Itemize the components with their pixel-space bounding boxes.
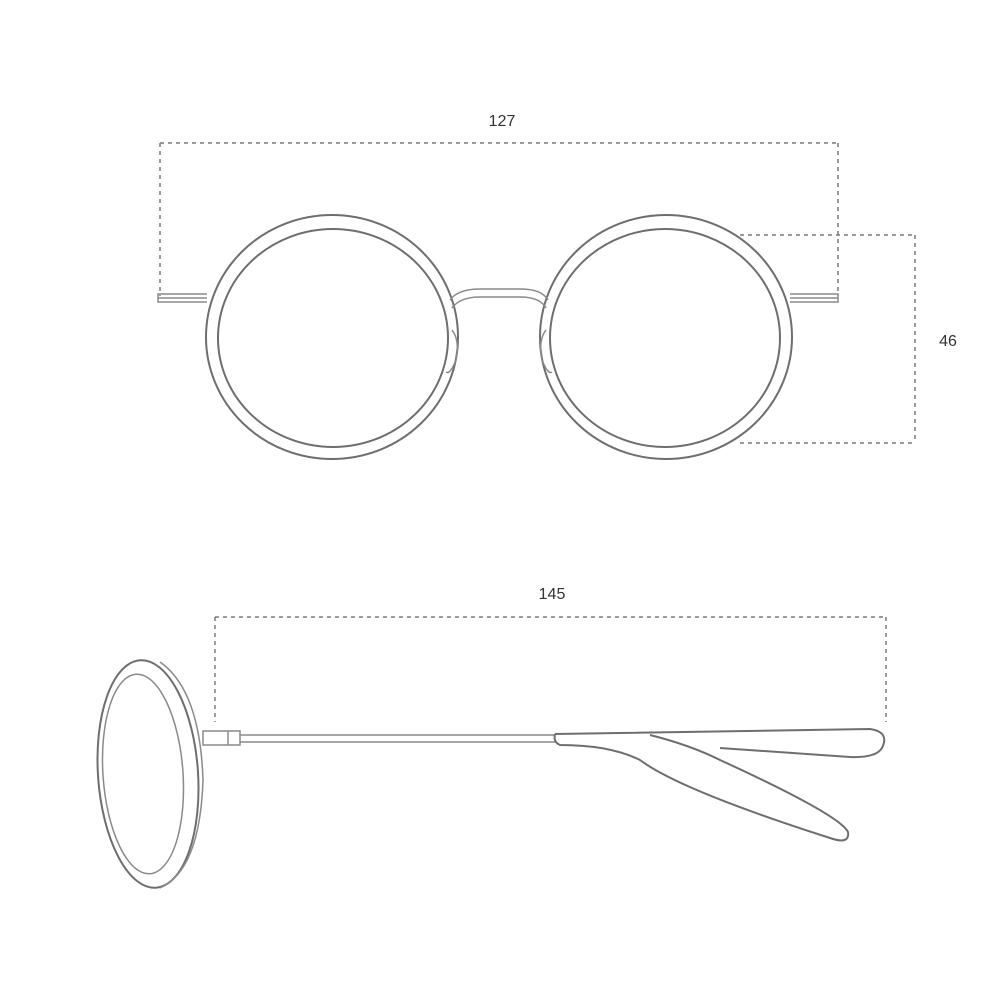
- bridge: [449, 288, 549, 309]
- nose-pads: [445, 329, 553, 374]
- right-lens-rim: [539, 214, 793, 460]
- temple-arm: [240, 727, 886, 842]
- left-lens-rim: [205, 214, 459, 460]
- width-dimension-label: 127: [488, 113, 516, 130]
- front-view: [157, 142, 916, 460]
- right-temple-stub: [790, 293, 839, 303]
- dimension-height-lines: [740, 234, 916, 444]
- hinge: [202, 730, 241, 746]
- dimension-length-lines: [214, 616, 887, 722]
- temple-length-dimension-label: 145: [538, 586, 566, 603]
- side-view: [96, 616, 887, 889]
- dimension-width-lines: [159, 142, 839, 296]
- height-dimension-label: 46: [939, 333, 957, 350]
- side-lens-rim: [96, 659, 204, 889]
- left-temple-stub: [157, 293, 207, 303]
